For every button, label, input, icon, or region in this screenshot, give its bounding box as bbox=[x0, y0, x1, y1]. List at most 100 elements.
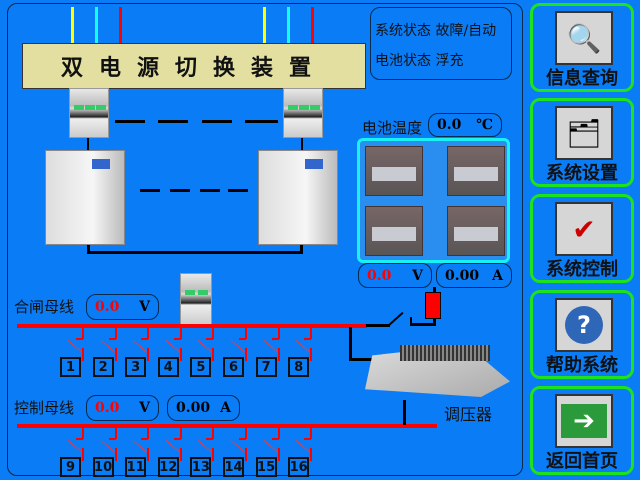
branch-line bbox=[173, 338, 181, 340]
connection-dash bbox=[115, 120, 145, 123]
help-question-icon: ? bbox=[555, 298, 613, 352]
rectifier-module-2[interactable] bbox=[258, 150, 338, 245]
branch-line bbox=[245, 348, 247, 361]
branch-line bbox=[310, 348, 313, 361]
branch-line bbox=[108, 438, 116, 440]
branch-number[interactable]: 4 bbox=[157, 357, 179, 377]
branch-line bbox=[271, 338, 279, 340]
system-settings-button[interactable]: 🗂系统设置 bbox=[530, 98, 634, 187]
connection-dash bbox=[200, 189, 220, 192]
help-system-button[interactable]: ?帮助系统 bbox=[530, 290, 634, 379]
branch-line bbox=[141, 338, 149, 340]
dual-power-switch-device[interactable]: 双电源切换装置 bbox=[22, 43, 366, 89]
battery-bank[interactable] bbox=[357, 138, 510, 263]
branch-line bbox=[304, 438, 312, 440]
control-bus-line bbox=[17, 424, 437, 428]
wire-red bbox=[311, 7, 314, 43]
branch-line bbox=[147, 326, 150, 339]
branch-number[interactable]: 9 bbox=[60, 457, 81, 477]
branch-number[interactable]: 13 bbox=[190, 457, 212, 477]
control-bus-label: 控制母线 bbox=[14, 399, 75, 417]
closing-bus-label: 合闸母线 bbox=[14, 298, 75, 316]
branch-line bbox=[82, 448, 84, 461]
return-home-button[interactable]: ➔返回首页 bbox=[530, 386, 634, 475]
branch-number[interactable]: 8 bbox=[288, 357, 310, 377]
branch-line bbox=[212, 426, 215, 439]
branch-line bbox=[310, 326, 313, 339]
branch-line bbox=[277, 426, 280, 439]
wire-red bbox=[119, 7, 122, 43]
branch-line bbox=[82, 326, 84, 339]
branch-line bbox=[271, 438, 279, 440]
info-query-button[interactable]: 🔍信息查询 bbox=[530, 3, 634, 92]
status-panel: 系统状态 故障/自动 电池状态 浮充 bbox=[370, 7, 512, 80]
branch-line bbox=[277, 448, 280, 461]
branch-number[interactable]: 14 bbox=[223, 457, 244, 477]
branch-number[interactable]: 3 bbox=[125, 357, 147, 377]
branch-number[interactable]: 11 bbox=[125, 457, 147, 477]
branch-line bbox=[114, 348, 117, 361]
branch-number[interactable]: 6 bbox=[223, 357, 244, 377]
bus-tie-breaker[interactable] bbox=[180, 273, 212, 325]
branch-line bbox=[76, 338, 83, 340]
branch-line bbox=[179, 448, 182, 461]
branch-number[interactable]: 2 bbox=[92, 357, 114, 377]
connection-dash bbox=[228, 189, 248, 192]
wire-yellow bbox=[263, 7, 266, 43]
battery-cell bbox=[365, 206, 423, 256]
branch-line bbox=[245, 426, 247, 439]
branch-line bbox=[147, 448, 150, 461]
battery-status-value: 浮充 bbox=[435, 53, 464, 69]
branch-number[interactable]: 1 bbox=[60, 357, 81, 377]
battery-status-label: 电池状态 bbox=[375, 53, 431, 69]
branch-number[interactable]: 5 bbox=[190, 357, 212, 377]
connection-dash bbox=[170, 189, 190, 192]
system-status-label: 系统状态 bbox=[375, 23, 431, 39]
branch-line bbox=[179, 326, 182, 339]
branch-number[interactable]: 10 bbox=[92, 457, 114, 477]
connection-dash bbox=[245, 120, 278, 123]
branch-line bbox=[179, 426, 182, 439]
input-breaker-2[interactable] bbox=[283, 88, 323, 138]
branch-line bbox=[114, 326, 117, 339]
wire-cyan bbox=[287, 7, 290, 43]
branch-line bbox=[147, 426, 150, 439]
branch-line bbox=[76, 438, 83, 440]
branch-number[interactable]: 15 bbox=[255, 457, 277, 477]
battery-cell bbox=[447, 206, 505, 256]
branch-line bbox=[114, 448, 117, 461]
input-breaker-1[interactable] bbox=[69, 88, 109, 138]
battery-cell bbox=[447, 146, 505, 196]
rectifier-module-1[interactable] bbox=[45, 150, 125, 245]
wire-cyan bbox=[95, 7, 98, 43]
dc-output-line bbox=[87, 251, 303, 254]
branch-line bbox=[245, 448, 247, 461]
branch-line bbox=[114, 426, 117, 439]
branch-line bbox=[310, 448, 313, 461]
closing-bus-line bbox=[17, 324, 367, 328]
branch-number[interactable]: 12 bbox=[157, 457, 179, 477]
branch-line bbox=[82, 426, 84, 439]
branch-line bbox=[179, 348, 182, 361]
system-control-button[interactable]: ✔系统控制 bbox=[530, 194, 634, 283]
battery-temp-value: 0.0℃ bbox=[428, 113, 502, 137]
branch-line bbox=[147, 348, 150, 361]
branch-line bbox=[173, 438, 181, 440]
branch-line bbox=[141, 438, 149, 440]
system-status-value: 故障/自动 bbox=[435, 23, 497, 39]
branch-line bbox=[304, 338, 312, 340]
connection-dash bbox=[140, 189, 160, 192]
branch-line bbox=[108, 338, 116, 340]
connection-dash bbox=[202, 120, 232, 123]
wire-yellow bbox=[71, 7, 74, 43]
branch-number[interactable]: 16 bbox=[288, 457, 310, 477]
branch-line bbox=[206, 438, 214, 440]
branch-line bbox=[277, 326, 280, 339]
regulator-label: 调压器 bbox=[444, 405, 493, 424]
branch-line bbox=[212, 326, 215, 339]
branch-number[interactable]: 7 bbox=[255, 357, 277, 377]
